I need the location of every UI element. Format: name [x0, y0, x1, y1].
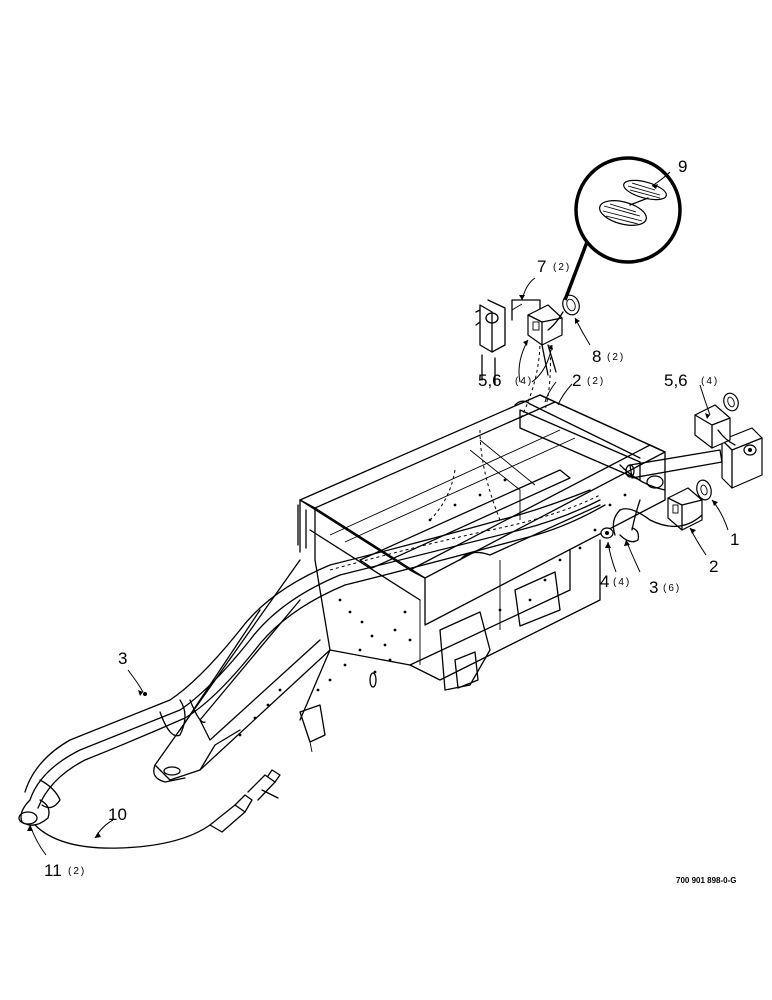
callout-5-6-left: 5,6 [478, 371, 502, 390]
callout-2-top-qty: (2) [587, 376, 605, 387]
callout-7-qty: (2) [553, 262, 571, 273]
right-lamp-assembly [600, 392, 763, 543]
callout-3-right: 3 [649, 578, 658, 597]
callout-9: 9 [678, 157, 687, 176]
callout-11: 11 [44, 861, 62, 880]
callout-2-top: 2 [572, 371, 581, 390]
left-lamp-assembly [475, 294, 580, 386]
wiring-harness [18, 339, 606, 849]
callout-5-6-right: 5,6 [664, 371, 688, 390]
callout-5-6-right-qty: (4) [701, 376, 719, 387]
callout-labels: 9 7 (2) 8 (2) 5,6 (4) 2 (2) 5,6 (4) 1 2 … [44, 157, 739, 880]
leader-lines [27, 171, 729, 856]
callout-8-qty: (2) [607, 352, 625, 363]
trailer-frame [153, 394, 666, 783]
callout-10: 10 [108, 805, 127, 824]
figure-part-number: 700 901 898-0-G [676, 876, 737, 885]
callout-7: 7 [537, 257, 546, 276]
callout-4: 4 [600, 572, 609, 591]
callout-3-right-qty: (6) [663, 583, 681, 594]
callout-2-right: 2 [709, 557, 718, 576]
callout-1: 1 [730, 530, 739, 549]
callout-8: 8 [592, 347, 601, 366]
callout-3-left: 3 [118, 649, 127, 668]
callout-11-qty: (2) [68, 866, 86, 877]
callout-5-6-left-qty: (4) [515, 376, 533, 387]
callout-4-qty: (4) [613, 577, 631, 588]
lens-detail-circle [563, 156, 682, 301]
plug-connector [209, 769, 281, 833]
